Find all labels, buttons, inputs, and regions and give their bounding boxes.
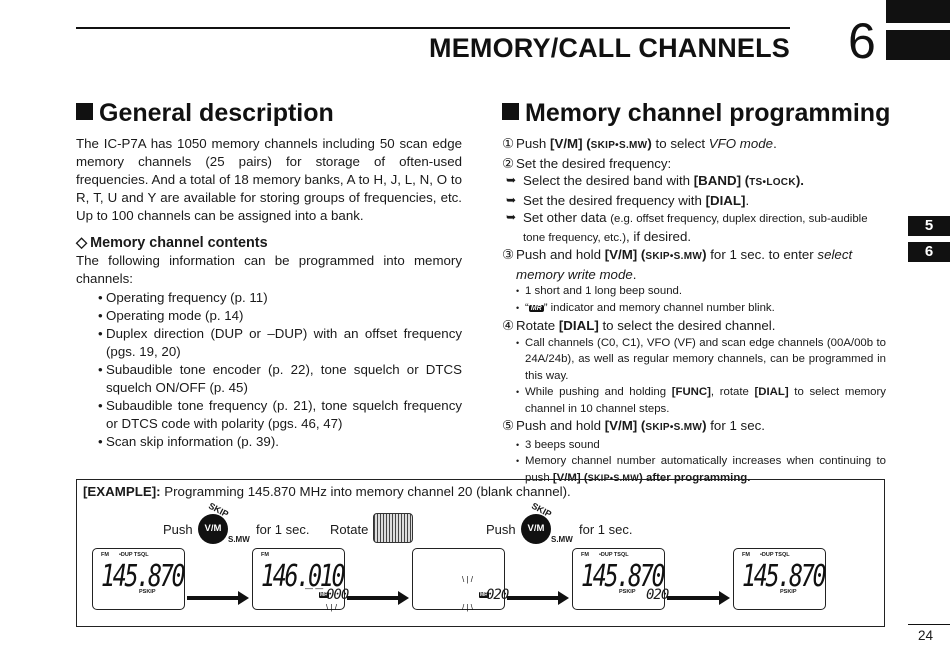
blink-marks-icon: \ | / — [326, 603, 337, 612]
top-rule — [76, 27, 790, 29]
general-description-column: The IC-P7A has 1050 memory channels incl… — [76, 135, 462, 451]
lcd-frequency: 145.870 — [742, 559, 827, 594]
general-description-heading: General description — [76, 99, 334, 128]
for-label-2: for 1 sec. — [579, 522, 633, 537]
mr-indicator-icon: MR — [479, 592, 489, 598]
vm-button-icon: V/M — [198, 514, 228, 544]
step-2-sublist: ➥ Select the desired band with [BAND] (T… — [504, 172, 886, 246]
memory-contents-list: Operating frequency (p. 11) Operating mo… — [98, 289, 462, 451]
step-1: ① Push [V/M] (SKIP•S.MW) to select VFO m… — [502, 136, 777, 151]
arrow-right-icon — [347, 591, 409, 605]
step-4: ④ Rotate [DIAL] to select the desired ch… — [502, 318, 776, 333]
smw-label: S.MW — [228, 535, 250, 544]
lcd-display-1: FM•DUP TSQL 145.870 PSKIP — [92, 548, 186, 610]
chapter-title: MEMORY/CALL CHANNELS — [429, 33, 790, 63]
step-3-sublist: 1 short and 1 long beep sound. “MR” indi… — [516, 283, 886, 317]
lcd-frequency: 145.870 — [581, 559, 666, 594]
list-item: Operating frequency (p. 11) — [98, 289, 462, 307]
list-item: While pushing and holding [FUNC], rotate… — [516, 384, 886, 417]
memory-contents-intro: The following information can be program… — [76, 253, 462, 286]
lcd-channel: 020 — [486, 587, 509, 603]
arrow-icon: ➥ — [506, 210, 517, 224]
memory-programming-heading: Memory channel programming — [502, 99, 890, 128]
list-item: Subaudible tone encoder (p. 22), tone sq… — [98, 361, 462, 397]
list-item: Duplex direction (DUP or –DUP) with an o… — [98, 325, 462, 361]
blink-marks-icon: \ | / — [462, 575, 473, 584]
blink-marks-icon: / | \ — [462, 603, 473, 612]
list-item: ➥ Set the desired frequency with [DIAL]. — [506, 192, 750, 208]
for-label-1: for 1 sec. — [256, 522, 310, 537]
list-item: ➥ Select the desired band with [BAND] (T… — [506, 173, 804, 188]
mr-indicator-icon: MR — [319, 592, 329, 598]
memory-contents-heading: ◇Memory channel contents — [76, 235, 268, 251]
lcd-display-3: MR 020 — [412, 548, 509, 610]
list-item: “MR” indicator and memory channel number… — [516, 300, 886, 318]
lcd-display-4: FM•DUP TSQL 145.870 PSKIP 020 — [572, 548, 669, 610]
list-item: Subaudible tone frequency (p. 21), tone … — [98, 397, 462, 433]
example-box: [EXAMPLE]: Programming 145.870 MHz into … — [76, 479, 885, 627]
page-rule — [908, 624, 950, 625]
arrow-right-icon — [507, 591, 569, 605]
lcd-display-5: FM•DUP TSQL 145.870 PSKIP — [733, 548, 827, 610]
square-bullet-icon — [76, 103, 93, 120]
push-label-1: Push — [163, 522, 193, 537]
list-item: Call channels (C0, C1), VFO (VF) and sca… — [516, 335, 886, 385]
step-4-sublist: Call channels (C0, C1), VFO (VF) and sca… — [516, 335, 886, 418]
side-tab-5: 5 — [908, 216, 950, 236]
vm-button-icon: V/M — [521, 514, 551, 544]
diamond-icon: ◇ — [76, 235, 88, 251]
lcd-frequency: 146.010 — [261, 559, 346, 594]
push-label-2: Push — [486, 522, 516, 537]
page-number: 24 — [918, 628, 934, 643]
side-tab-6: 6 — [908, 242, 950, 262]
list-item: 1 short and 1 long beep sound. — [516, 283, 886, 300]
smw-label: S.MW — [551, 535, 573, 544]
step-3: ③ Push and hold [V/M] (SKIP•S.MW) for 1 … — [502, 247, 853, 282]
arrow-right-icon — [667, 591, 730, 605]
arrow-right-icon — [187, 591, 249, 605]
chapter-tab-bar-top — [886, 0, 950, 23]
list-item: ➥ Set other data (e.g. offset frequency,… — [506, 210, 868, 244]
square-bullet-icon — [502, 103, 519, 120]
dial-knob-icon — [373, 513, 413, 543]
programming-column: ① Push [V/M] (SKIP•S.MW) to select VFO m… — [502, 135, 886, 486]
lcd-channel: 000 — [326, 587, 349, 603]
step-5-sublist: 3 beeps sound Memory channel number auto… — [516, 437, 886, 487]
chapter-number: 6 — [848, 13, 876, 69]
lcd-frequency: 145.870 — [101, 559, 186, 594]
mr-indicator-icon: MR — [528, 304, 544, 312]
arrow-icon: ➥ — [506, 192, 517, 207]
example-heading: [EXAMPLE]: Programming 145.870 MHz into … — [83, 484, 571, 499]
list-item: 3 beeps sound — [516, 437, 886, 454]
blink-marks-icon: ― ― — [305, 584, 324, 593]
lcd-display-2: FM 146.010 MR 000 — [252, 548, 349, 610]
lcd-channel: 020 — [646, 587, 669, 603]
step-2: ② Set the desired frequency: — [502, 155, 672, 171]
step-5: ⑤ Push and hold [V/M] (SKIP•S.MW) for 1 … — [502, 418, 765, 433]
chapter-tab-bar — [886, 30, 950, 60]
list-item: Memory channel number automatically incr… — [516, 453, 886, 486]
arrow-icon: ➥ — [506, 173, 517, 187]
list-item: Scan skip information (p. 39). — [98, 433, 462, 451]
rotate-label: Rotate — [330, 522, 369, 537]
list-item: Operating mode (p. 14) — [98, 307, 462, 325]
general-intro: The IC-P7A has 1050 memory channels incl… — [76, 136, 462, 223]
